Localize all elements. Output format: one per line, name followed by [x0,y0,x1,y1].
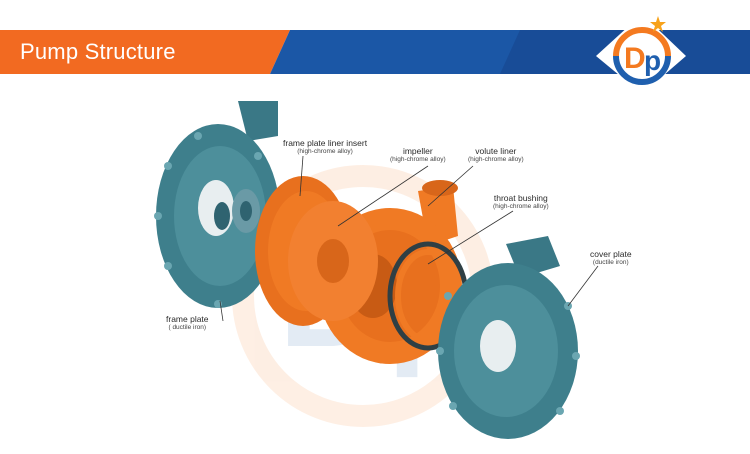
svg-text:p: p [644,45,661,76]
leader-lines [219,155,599,322]
label-impeller: impeller (high-chrome alloy) [390,146,446,163]
cover-plate [436,236,580,439]
label-frame-plate-liner-insert: frame plate liner insert (high-chrome al… [283,138,368,155]
company-logo: D p [586,8,698,98]
shaft-sleeve [232,189,260,233]
page-title: Pump Structure [20,39,176,64]
impeller [288,201,378,321]
pump-illustration: Dp [154,101,599,439]
svg-text:D: D [624,42,646,75]
label-throat-bushing: throat bushing (high-chrome alloy) [493,193,549,210]
label-frame-plate: frame plate ( ductile iron) [166,314,209,331]
frame-plate [154,101,280,308]
label-cover-plate: cover plate (ductile iron) [590,249,632,266]
pump-exploded-diagram: Dp [128,96,654,454]
label-volute-liner: volute liner (high-chrome alloy) [468,146,524,163]
